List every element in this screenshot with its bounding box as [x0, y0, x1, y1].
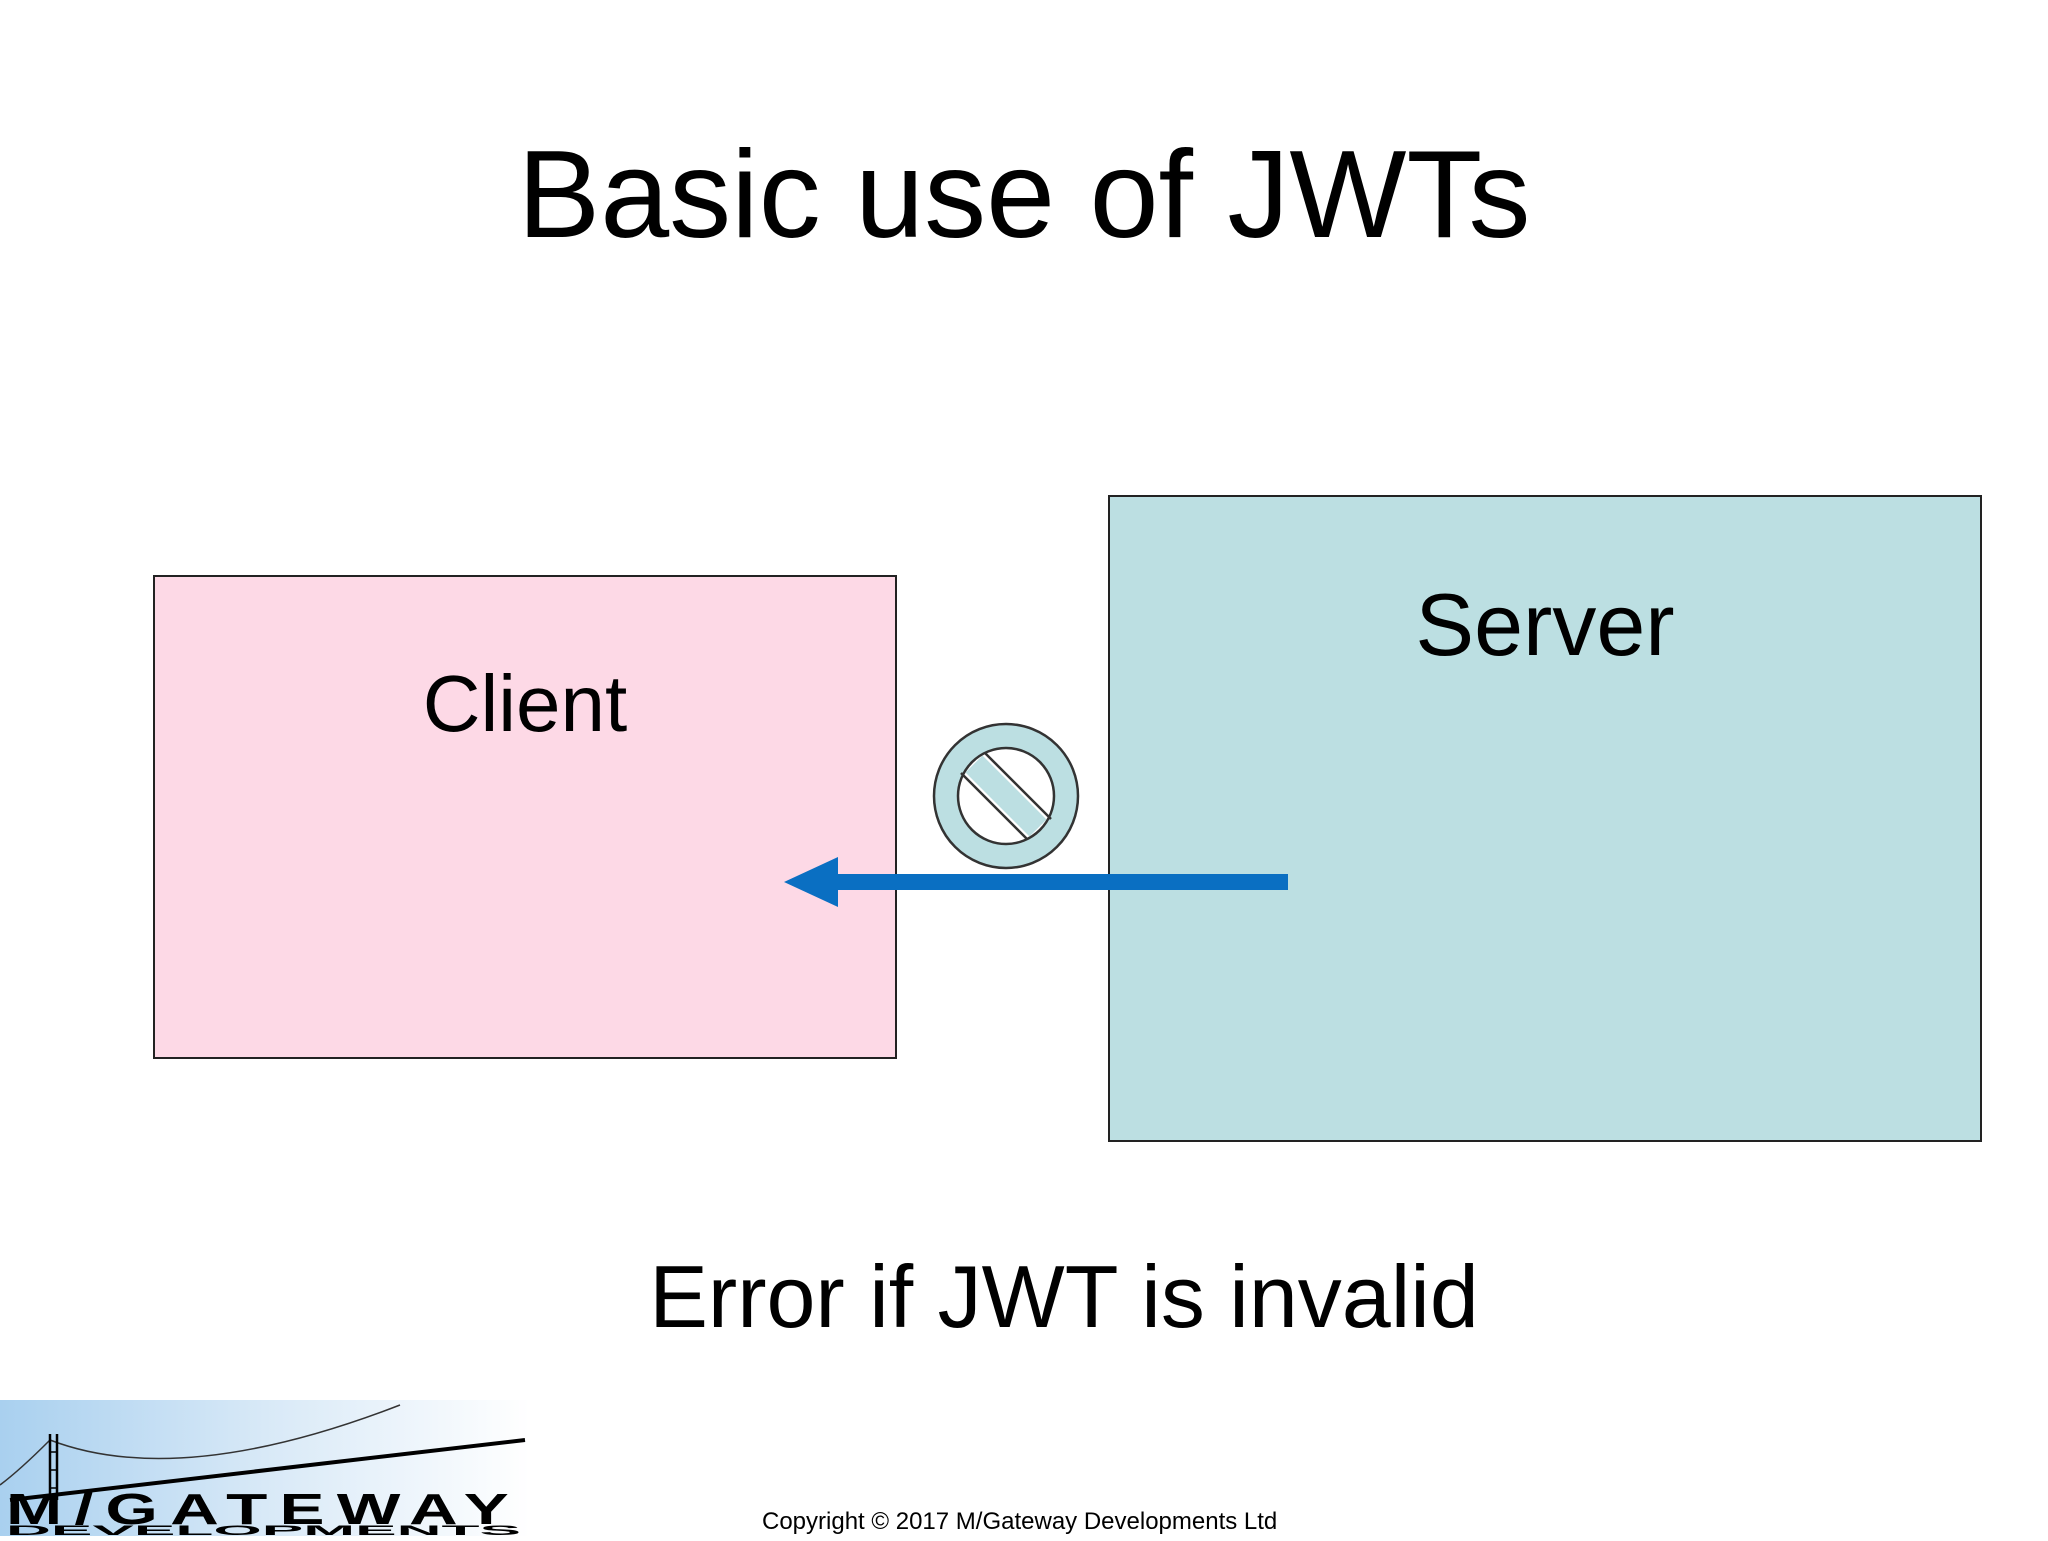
copyright-notice: Copyright © 2017 M/Gateway Developments … [762, 1508, 1278, 1535]
server-label: Server [1415, 575, 1675, 674]
slide-caption: Error if JWT is invalid [649, 1247, 1479, 1346]
slide-title: Basic use of JWTs [517, 126, 1531, 264]
no-entry-icon [932, 722, 1080, 870]
client-box: Client [153, 575, 897, 1059]
svg-text:DEVELOPMENTS: DEVELOPMENTS [6, 1522, 521, 1536]
svg-text:M/GATEWAY: M/GATEWAY [6, 1485, 521, 1534]
client-label: Client [422, 659, 628, 748]
company-logo: M/GATEWAY DEVELOPMENTS [0, 1400, 530, 1538]
bridge-logo-icon: M/GATEWAY DEVELOPMENTS [0, 1400, 530, 1538]
server-box: Server [1108, 495, 1982, 1142]
